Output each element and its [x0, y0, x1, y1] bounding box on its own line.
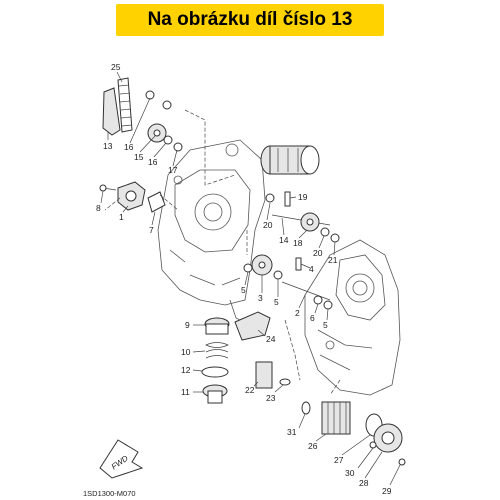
callout-7: 7 — [149, 225, 154, 235]
part-number-banner: Na obrázku díl číslo 13 — [116, 4, 384, 36]
callout-16a: 16 — [124, 142, 134, 152]
callout-4: 4 — [309, 264, 314, 274]
drawing-code: 1SD1300-M070 — [83, 489, 136, 498]
callout-8: 8 — [96, 203, 101, 213]
callout-2: 2 — [295, 308, 300, 318]
callout-14: 14 — [279, 235, 289, 245]
callout-23: 23 — [266, 393, 276, 403]
sprocket-washers-16-15-17 — [145, 90, 183, 152]
oil-pump-part-1 — [99, 181, 166, 213]
callout-22: 22 — [245, 385, 255, 395]
strainer-spring-plug-assembly — [201, 311, 291, 404]
callout-30: 30 — [345, 468, 355, 478]
callout-5a: 5 — [241, 285, 246, 295]
callout-31: 31 — [287, 427, 297, 437]
callout-16b: 16 — [148, 157, 158, 167]
callout-15: 15 — [134, 152, 144, 162]
callout-20a: 20 — [263, 220, 273, 230]
callout-13: 13 — [103, 141, 113, 151]
fwd-arrow: FWD — [99, 439, 144, 479]
callout-10: 10 — [181, 347, 191, 357]
callout-26: 26 — [308, 441, 318, 451]
gear-shaft-assembly-2-3 — [243, 254, 333, 310]
camshaft-assembly — [260, 145, 320, 175]
callout-25: 25 — [111, 62, 121, 72]
callout-21: 21 — [328, 255, 338, 265]
callout-29: 29 — [382, 486, 392, 496]
callout-27: 27 — [334, 455, 344, 465]
callout-19: 19 — [298, 192, 308, 202]
oil-filter-assembly — [301, 401, 406, 466]
leader-lines — [100, 71, 401, 486]
callout-18: 18 — [293, 238, 303, 248]
callout-5c: 5 — [323, 320, 328, 330]
callout-9: 9 — [185, 320, 190, 330]
callout-6: 6 — [310, 313, 315, 323]
callout-20b: 20 — [313, 248, 323, 258]
crankcase-left-outline — [157, 139, 266, 326]
callout-12: 12 — [181, 365, 191, 375]
callout-28: 28 — [359, 478, 369, 488]
callout-24: 24 — [266, 334, 276, 344]
callout-3: 3 — [258, 293, 263, 303]
callout-11: 11 — [181, 387, 190, 397]
callout-labels: 25 13 16 15 16 17 8 1 7 19 20 14 18 20 2… — [96, 62, 392, 496]
callout-17: 17 — [168, 165, 178, 175]
callout-5b: 5 — [274, 297, 279, 307]
crankcase-right-outline — [304, 239, 401, 396]
chain-guide-part-13 — [102, 87, 121, 136]
reference-lines — [104, 109, 341, 396]
callout-1: 1 — [119, 212, 124, 222]
cam-chain-part-25 — [117, 77, 133, 133]
